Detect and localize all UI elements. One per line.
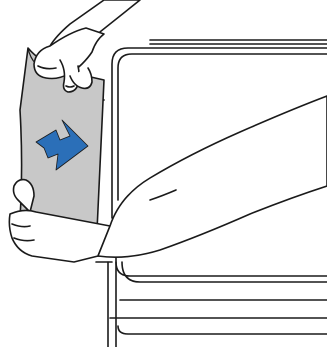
left-hand-icon [34, 0, 140, 92]
